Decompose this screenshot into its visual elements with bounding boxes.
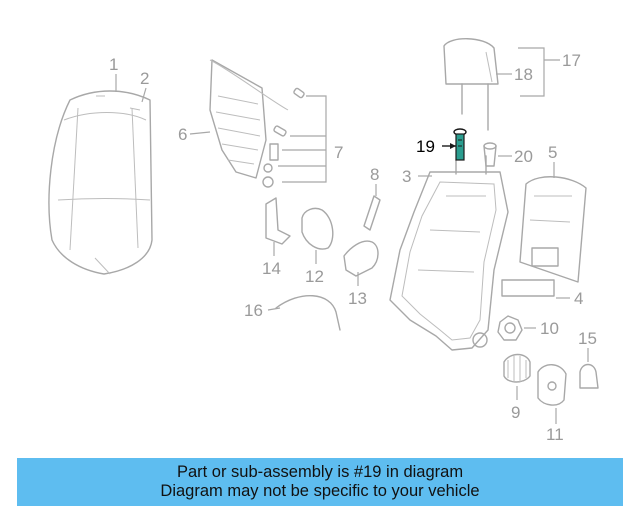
part-3-seat-frame (389, 155, 509, 351)
callout-10: 10 (540, 319, 559, 338)
part-11-cover (537, 364, 567, 406)
part-20-guide-sleeve (483, 142, 497, 167)
callout-16: 16 (244, 301, 263, 320)
part-15-cap (579, 363, 599, 389)
callout-9: 9 (511, 403, 520, 422)
part-17-headrest (443, 38, 499, 131)
leader-17 (518, 47, 560, 97)
callout-15: 15 (578, 329, 597, 348)
part-8-clip (363, 195, 381, 231)
part-9-knob (503, 353, 531, 383)
leader-16 (267, 307, 281, 311)
callout-17: 17 (562, 51, 581, 70)
callout-1: 1 (109, 55, 118, 74)
leader-6 (189, 131, 211, 135)
callout-5: 5 (548, 143, 557, 162)
leader-2 (141, 87, 147, 103)
callout-4: 4 (574, 289, 583, 308)
leader-19-arrow (450, 143, 456, 149)
part-12-cover (301, 207, 334, 250)
banner-line-2: Diagram may not be specific to your vehi… (160, 482, 480, 500)
part-13-trim (343, 240, 379, 277)
part-6-seat-pad (209, 59, 289, 179)
part-1-seat-back-cushion (48, 90, 153, 275)
callout-14: 14 (262, 259, 281, 278)
callout-19: 19 (416, 137, 435, 156)
part-4-bracket (501, 279, 555, 297)
callout-2: 2 (140, 69, 149, 88)
callout-18: 18 (514, 65, 533, 84)
callout-7: 7 (334, 143, 343, 162)
part-14-bracket (265, 197, 291, 245)
callout-6: 6 (178, 125, 187, 144)
callout-8: 8 (370, 165, 379, 184)
callout-20: 20 (514, 147, 533, 166)
part-16-cable (275, 294, 341, 331)
callout-13: 13 (348, 289, 367, 308)
callout-3: 3 (402, 167, 411, 186)
callout-11: 11 (546, 425, 564, 444)
part-10-knob (497, 315, 523, 341)
banner-line-1: Part or sub-assembly is #19 in diagram (176, 463, 464, 481)
part-5-back-panel (519, 176, 587, 283)
part-19-guide-bolt (453, 128, 467, 161)
callout-12: 12 (305, 267, 324, 286)
part-7-fasteners (262, 87, 327, 188)
info-banner: Part or sub-assembly is #19 in diagram D… (17, 458, 623, 506)
